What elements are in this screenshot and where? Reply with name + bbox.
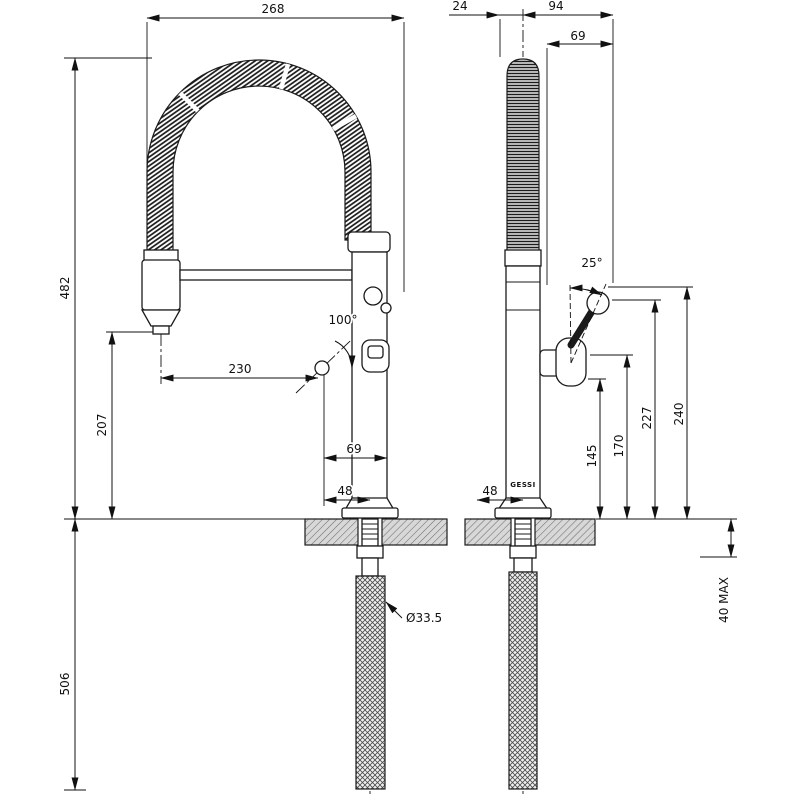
hose-fitting-side [513, 557, 533, 573]
label-max-counter-thickness: 40 MAX [717, 577, 731, 623]
label-handle-height: 170 [612, 435, 626, 458]
base-plate-side [494, 507, 552, 519]
braided-hose-front [355, 575, 386, 790]
mounting-shank-front [361, 518, 379, 547]
label-handle-max-reach: 94 [548, 0, 563, 13]
label-depth-offset: 24 [452, 0, 467, 13]
label-handle-reach: 69 [570, 29, 585, 43]
support-arm [179, 269, 353, 281]
label-overall-depth: 268 [262, 2, 285, 16]
label-height-above-counter: 482 [58, 277, 72, 300]
spray-head-taper [140, 309, 182, 327]
leader-hose-diameter [385, 601, 403, 619]
handle-ball-front [363, 286, 383, 306]
dimension-lines [71, 11, 735, 791]
braided-hose-side [508, 571, 538, 790]
brand-logo: GESSI [510, 481, 535, 489]
lever-axis-vertical [569, 284, 572, 364]
spring-hose-side [506, 58, 540, 253]
spray-pivot [314, 360, 330, 376]
label-spray-swivel: 100° [329, 313, 358, 327]
label-lever-swivel: 25° [581, 256, 602, 270]
lever-axis-tilted [570, 283, 607, 364]
label-base-to-center-front: 48 [337, 484, 352, 498]
mounting-nut-front [356, 545, 384, 559]
countertop-front-right [381, 518, 448, 546]
label-spout-outlet-height: 207 [95, 414, 109, 437]
label-base-to-center-side: 48 [482, 484, 497, 498]
label-handle-base-height: 145 [585, 445, 599, 468]
spring-hose-arc [146, 59, 372, 254]
countertop-side-left [464, 518, 512, 546]
handle-joint-front [380, 302, 392, 314]
body-collar-front [347, 231, 391, 253]
side-view: GESSI [494, 58, 610, 790]
arc-100deg [334, 340, 356, 369]
hose-fitting-front [361, 557, 379, 577]
label-spout-reach: 230 [229, 362, 252, 376]
dock-plate-inner [367, 345, 384, 359]
countertop [304, 518, 596, 546]
label-height-below-counter: 506 [58, 673, 72, 696]
countertop-front-left [304, 518, 359, 546]
label-lever-max-height: 240 [672, 403, 686, 426]
countertop-side-right [534, 518, 596, 546]
dimension-labels: 268 24 94 69 482 506 207 230 100° 69 48 … [56, 0, 733, 697]
body-column-side [505, 265, 541, 501]
mounting-shank-side [514, 518, 532, 547]
front-view [140, 59, 399, 790]
label-hose-diameter: Ø33.5 [406, 611, 442, 625]
label-lever-height: 227 [640, 407, 654, 430]
base-plate-front [341, 507, 399, 519]
mounting-nut-side [509, 545, 537, 559]
lever-stem [567, 304, 598, 349]
body-collar-side [504, 249, 542, 267]
shank-threads-front [362, 523, 378, 540]
label-spout-offset: 69 [346, 442, 361, 456]
spray-head-body [141, 259, 181, 311]
spray-nozzle [152, 325, 170, 335]
shank-threads-side [515, 523, 531, 540]
